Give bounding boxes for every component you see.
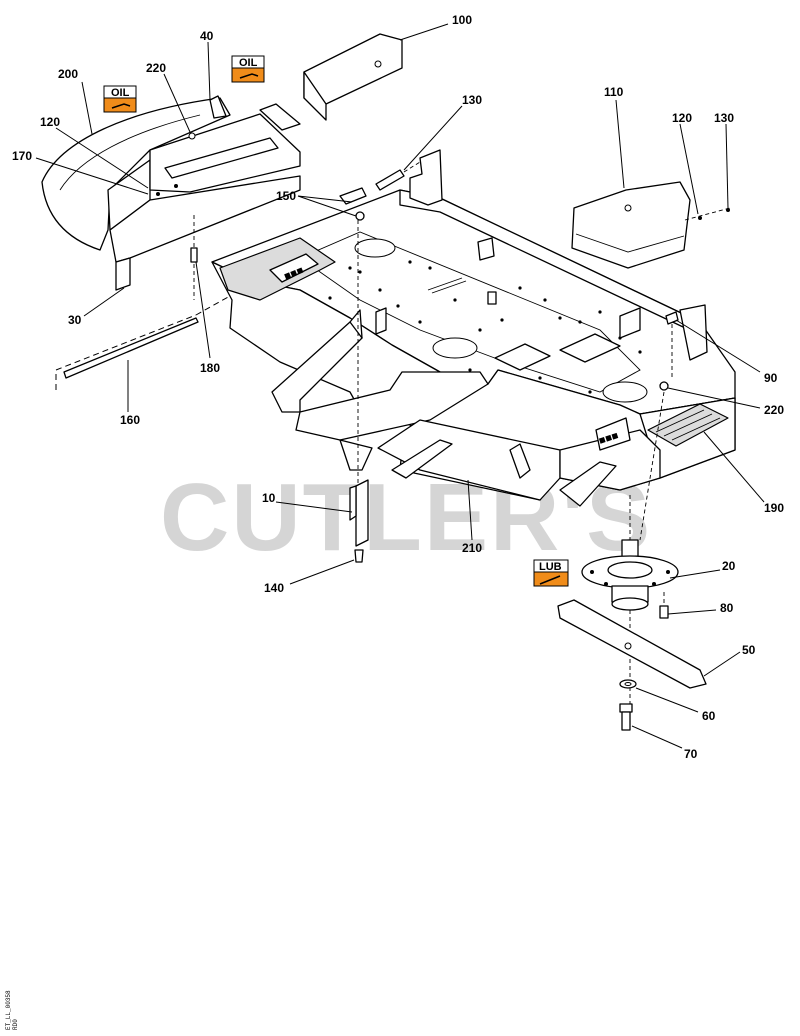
oil-decal-left: OIL [103, 85, 137, 113]
callout-150: 150 [276, 189, 296, 203]
drawing-code-rev: RD0 [12, 1019, 19, 1030]
bolt-130-top [375, 161, 421, 191]
lube-decal-label: LUB [539, 561, 562, 573]
washer [619, 679, 637, 689]
oil-decal-right: OIL [231, 55, 265, 83]
oil-decal-right-label: OIL [239, 57, 258, 69]
callout-100: 100 [452, 13, 472, 27]
oil-decal-left-label: OIL [111, 87, 130, 99]
callout-90: 90 [764, 371, 778, 385]
callout-40: 40 [200, 29, 214, 43]
callout-10: 10 [262, 491, 276, 505]
callout-60: 60 [702, 709, 716, 723]
callout-140: 140 [264, 581, 284, 595]
deck-logo-front: ■■■ [597, 430, 620, 448]
callout-30: 30 [68, 313, 82, 327]
bolt-80 [659, 592, 669, 619]
front-arm-assembly: ■■■ [271, 309, 661, 507]
leader-lines [35, 23, 765, 749]
blade [557, 599, 707, 720]
callout-120-right: 120 [672, 111, 692, 125]
bolt-180 [190, 215, 198, 300]
callout-120-left: 120 [40, 115, 60, 129]
watermark-text: CUTLER'S [160, 464, 652, 571]
callout-220-right: 220 [764, 403, 784, 417]
hardware-90-220 [639, 311, 679, 541]
fasteners-110 [684, 207, 731, 221]
callout-190: 190 [764, 501, 784, 515]
drawing-code: ET_LL_00358 RD0 [5, 990, 19, 1030]
callout-110: 110 [604, 85, 624, 99]
callout-130-top: 130 [462, 93, 482, 107]
callout-labels: 100 40 220 200 130 110 120 130 120 170 1… [12, 13, 784, 761]
lube-decal: LUB [533, 559, 569, 587]
spindle-assembly [581, 495, 679, 611]
callout-20: 20 [722, 559, 736, 573]
callout-220-top: 220 [146, 61, 166, 75]
belt-cover-front [303, 33, 403, 121]
screw-140 [354, 549, 364, 563]
bracket-10 [349, 479, 369, 547]
callout-130-right: 130 [714, 111, 734, 125]
callout-170: 170 [12, 149, 32, 163]
callout-180: 180 [200, 361, 220, 375]
callout-70: 70 [684, 747, 698, 761]
callout-50: 50 [742, 643, 756, 657]
callout-80: 80 [720, 601, 734, 615]
belt-cover-rear [571, 181, 691, 269]
blade-bolt [619, 703, 633, 731]
drawing-code-number: ET_LL_00358 [5, 990, 12, 1030]
callout-210: 210 [462, 541, 482, 555]
callout-200: 200 [58, 67, 78, 81]
discharge-chute [41, 95, 301, 291]
chute-rod [55, 295, 231, 390]
callout-160: 160 [120, 413, 140, 427]
